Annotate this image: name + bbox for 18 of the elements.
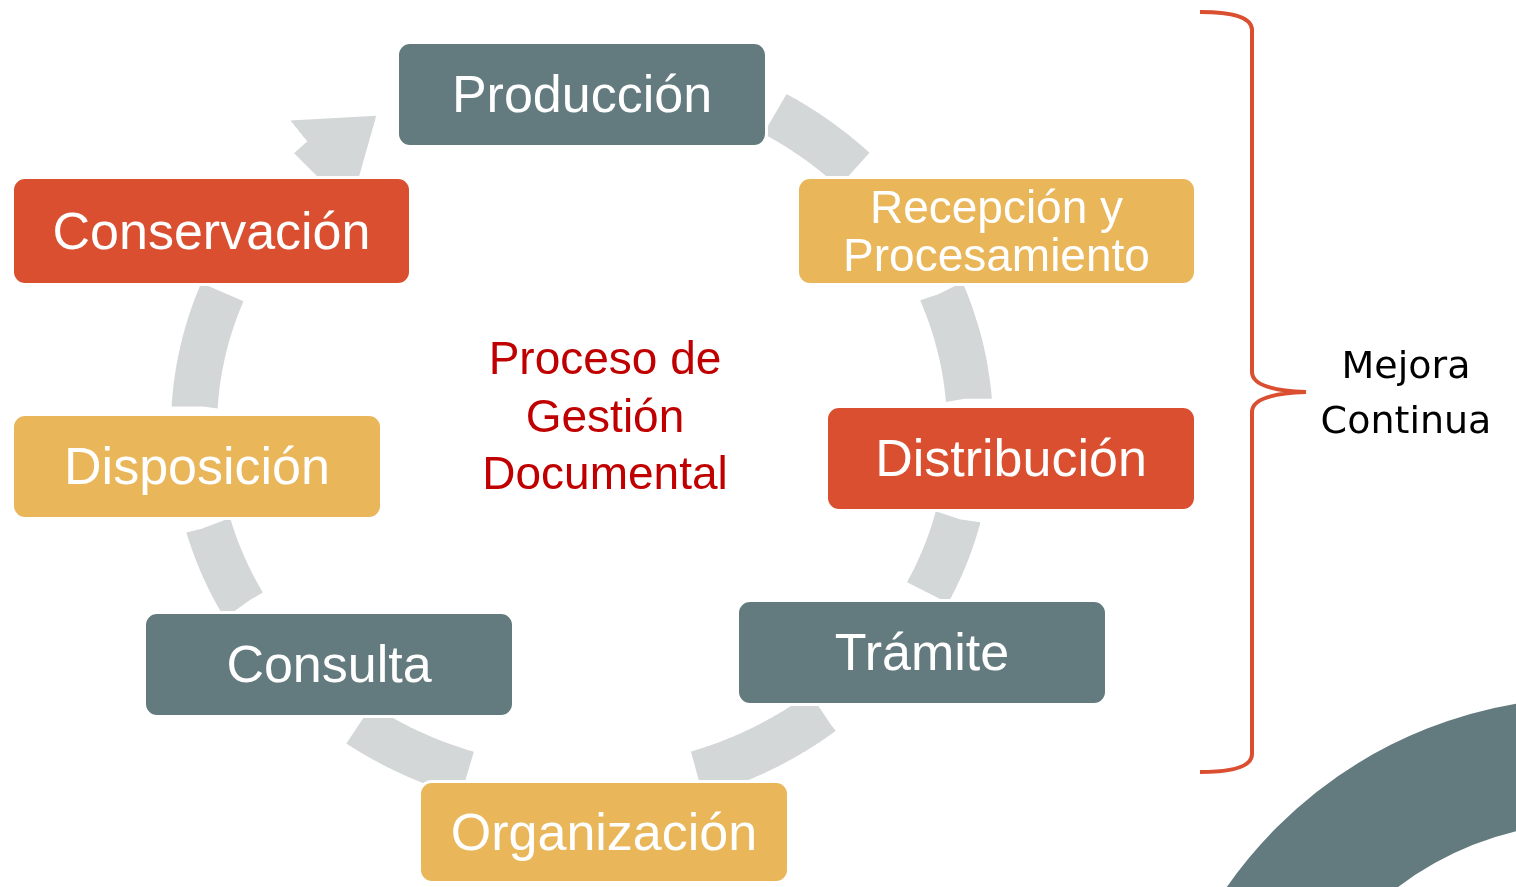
step-label: Disposición <box>64 439 330 494</box>
process-box <box>396 41 768 148</box>
process-box <box>825 405 1197 512</box>
process-box <box>143 611 515 718</box>
process-box <box>736 599 1108 706</box>
step-label: Trámite <box>834 625 1010 680</box>
process-box <box>418 780 790 884</box>
step-label: Producción <box>451 67 713 122</box>
process-box <box>796 176 1197 286</box>
process-box <box>11 413 383 520</box>
step-label: Organización <box>450 804 758 860</box>
bracket-label: Mejora Continua <box>1319 342 1493 445</box>
step-label: Conservación <box>52 203 371 259</box>
center-title: Proceso de Gestión Documental <box>481 331 729 501</box>
step-label: Distribución <box>875 431 1147 486</box>
step-label: Consulta <box>226 637 432 692</box>
process-box <box>11 176 412 286</box>
step-label: Recepción y Procesamiento <box>842 182 1151 280</box>
